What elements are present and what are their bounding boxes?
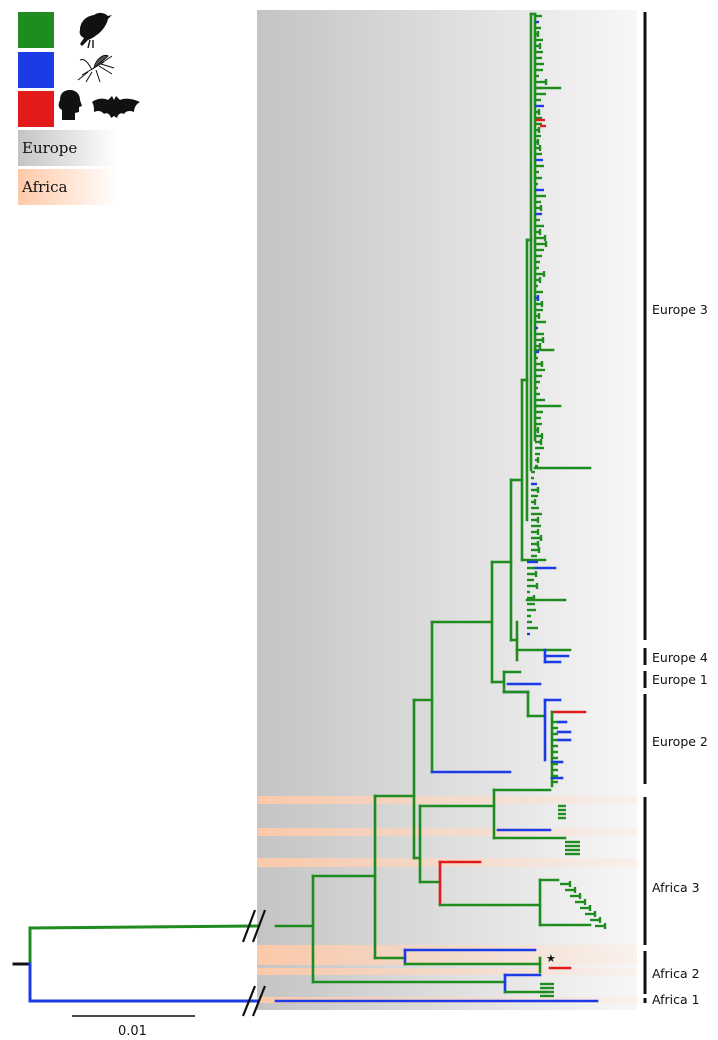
overview-branch-birds bbox=[28, 924, 260, 966]
africa-band bbox=[257, 828, 637, 836]
legend-host-mosquitoes-swatch bbox=[18, 52, 54, 88]
africa-band bbox=[257, 968, 637, 975]
clade-label-europe-2: Europe 2 bbox=[652, 734, 708, 749]
break-mark bbox=[241, 985, 257, 1017]
human-head-icon bbox=[58, 90, 82, 120]
legend-europe-swatch bbox=[18, 130, 118, 166]
axis-break-marks bbox=[241, 909, 267, 1017]
clade-label-africa-2: Africa 2 bbox=[652, 966, 700, 981]
overview-branch-mosquito bbox=[28, 962, 260, 1003]
africa-band bbox=[257, 945, 637, 965]
legend-africa-swatch bbox=[18, 169, 118, 205]
clade-label-africa-3: Africa 3 bbox=[652, 880, 700, 895]
clade-label-europe-1: Europe 1 bbox=[652, 672, 708, 687]
europe-region-shade bbox=[257, 10, 637, 1010]
break-mark bbox=[251, 985, 267, 1017]
overview-tree bbox=[12, 924, 260, 1003]
africa-band bbox=[257, 796, 637, 804]
bird-icon bbox=[79, 12, 112, 49]
tree-tips bbox=[527, 14, 607, 998]
bat-icon bbox=[92, 96, 140, 118]
break-mark bbox=[241, 909, 257, 943]
legend-region-europe: Europe bbox=[22, 139, 78, 157]
legend-host-mammals-swatch bbox=[18, 91, 54, 127]
break-mark bbox=[251, 909, 267, 943]
legend-host-birds-swatch bbox=[18, 12, 54, 48]
mosquito-icon bbox=[77, 55, 115, 83]
star-annotation: ★ bbox=[546, 952, 556, 965]
clade-label-europe-3: Europe 3 bbox=[652, 302, 708, 317]
legend-icons bbox=[58, 12, 140, 120]
scale-bar-label: 0.01 bbox=[118, 1024, 147, 1039]
clade-label-africa-1: Africa 1 bbox=[652, 992, 700, 1007]
clade-label-europe-4: Europe 4 bbox=[652, 650, 708, 665]
main-tree-backbone bbox=[274, 12, 599, 1003]
legend-region-africa: Africa bbox=[22, 178, 68, 196]
